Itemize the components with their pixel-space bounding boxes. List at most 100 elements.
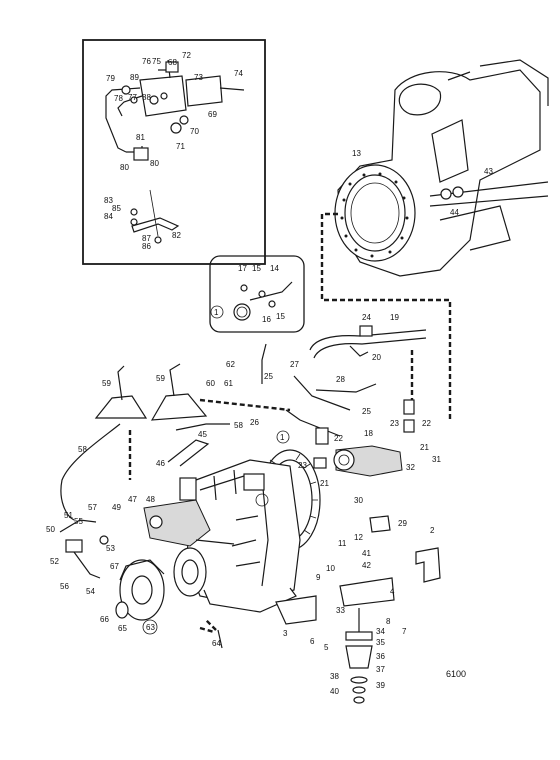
callout-43: 43 [484, 167, 493, 176]
callout-56: 56 [60, 582, 69, 591]
callout-16: 16 [262, 315, 271, 324]
callout-55: 55 [74, 517, 83, 526]
callout-34: 34 [376, 627, 385, 636]
callout-22-left: 22 [334, 434, 343, 443]
inset-control-linkage [82, 39, 266, 265]
gearbox-assembly [115, 449, 441, 704]
callout-28: 28 [336, 375, 345, 384]
callout-66: 66 [100, 615, 109, 624]
callout-17: 17 [238, 264, 247, 273]
callout-12: 12 [354, 533, 363, 542]
callout-67: 67 [110, 562, 119, 571]
callout-40: 40 [330, 687, 339, 696]
callout-80-left: 80 [120, 163, 129, 172]
callout-59-left: 59 [102, 379, 111, 388]
callout-81: 81 [136, 133, 145, 142]
callout-32: 32 [406, 463, 415, 472]
callout-4: 4 [390, 587, 395, 596]
callout-89: 89 [130, 73, 139, 82]
callout-35: 35 [376, 638, 385, 647]
callout-54: 54 [86, 587, 95, 596]
callout-46: 46 [156, 459, 165, 468]
callout-71: 71 [176, 142, 185, 151]
gauge-inset [209, 255, 305, 333]
callout-77: 77 [128, 93, 137, 102]
callout-68: 68 [168, 58, 177, 67]
callout-9: 9 [316, 573, 321, 582]
callout-57: 57 [88, 503, 97, 512]
callout-72: 72 [182, 51, 191, 60]
callout-2: 2 [430, 526, 435, 535]
callout-79: 79 [106, 74, 115, 83]
engine-block [334, 59, 549, 277]
callout-19: 19 [390, 313, 399, 322]
callout-15-top: 15 [252, 264, 261, 273]
callout-48: 48 [146, 495, 155, 504]
callout-50: 50 [46, 525, 55, 534]
callout-49: 49 [112, 503, 121, 512]
callout-1-top: 1 [214, 308, 219, 317]
callout-76: 76 [142, 57, 151, 66]
callout-21-left: 21 [320, 479, 329, 488]
callout-42: 42 [362, 561, 371, 570]
callout-61: 61 [224, 379, 233, 388]
callout-18: 18 [364, 429, 373, 438]
callout-78: 78 [114, 94, 123, 103]
callout-25-right: 25 [362, 407, 371, 416]
callout-33: 33 [336, 606, 345, 615]
callout-36: 36 [376, 652, 385, 661]
callout-8: 8 [386, 617, 391, 626]
callout-15-bottom: 15 [276, 312, 285, 321]
callout-24: 24 [362, 313, 371, 322]
callout-27: 27 [290, 360, 299, 369]
callout-86: 86 [142, 242, 151, 251]
callout-39: 39 [376, 681, 385, 690]
callout-22-right: 22 [422, 419, 431, 428]
callout-11: 11 [338, 539, 347, 548]
callout-84: 84 [104, 212, 113, 221]
circled-callout-markers [142, 305, 290, 635]
callout-labels: 1 1 2 3 4 5 6 7 8 9 10 11 12 13 14 15 15… [46, 51, 493, 696]
callout-59-right: 59 [156, 374, 165, 383]
callout-20: 20 [372, 353, 381, 362]
callout-3: 3 [283, 629, 288, 638]
callout-74: 74 [234, 69, 243, 78]
callout-23-right: 23 [390, 419, 399, 428]
callout-85: 85 [112, 204, 121, 213]
callout-44-a: 44 [450, 208, 459, 217]
callout-88: 88 [142, 93, 151, 102]
callout-83: 83 [104, 196, 113, 205]
callout-45: 45 [198, 430, 207, 439]
callout-1-main: 1 [280, 433, 285, 442]
callout-38: 38 [330, 672, 339, 681]
callout-87: 87 [142, 234, 151, 243]
callout-23-left: 23 [298, 461, 307, 470]
control-levers [59, 363, 230, 579]
callout-58-right: 58 [234, 421, 243, 430]
callout-75: 75 [152, 57, 161, 66]
callout-69: 69 [208, 110, 217, 119]
callout-80-right: 80 [150, 159, 159, 168]
callout-30: 30 [354, 496, 363, 505]
callout-25-left: 25 [264, 372, 273, 381]
callout-7: 7 [402, 627, 407, 636]
callout-51: 51 [64, 511, 73, 520]
callout-10: 10 [326, 564, 335, 573]
callout-82: 82 [172, 231, 181, 240]
callout-65: 65 [118, 624, 127, 633]
callout-63: 63 [146, 623, 155, 632]
callout-26: 26 [250, 418, 259, 427]
callout-47: 47 [128, 495, 137, 504]
callout-21-right: 21 [420, 443, 429, 452]
callout-58-left: 58 [78, 445, 87, 454]
callout-62: 62 [226, 360, 235, 369]
callout-31: 31 [432, 455, 441, 464]
callout-64: 64 [212, 639, 221, 648]
callout-37: 37 [376, 665, 385, 674]
callout-60: 60 [206, 379, 215, 388]
callout-13: 13 [352, 149, 361, 158]
callout-6: 6 [310, 637, 315, 646]
callout-70: 70 [190, 127, 199, 136]
callout-52: 52 [50, 557, 59, 566]
